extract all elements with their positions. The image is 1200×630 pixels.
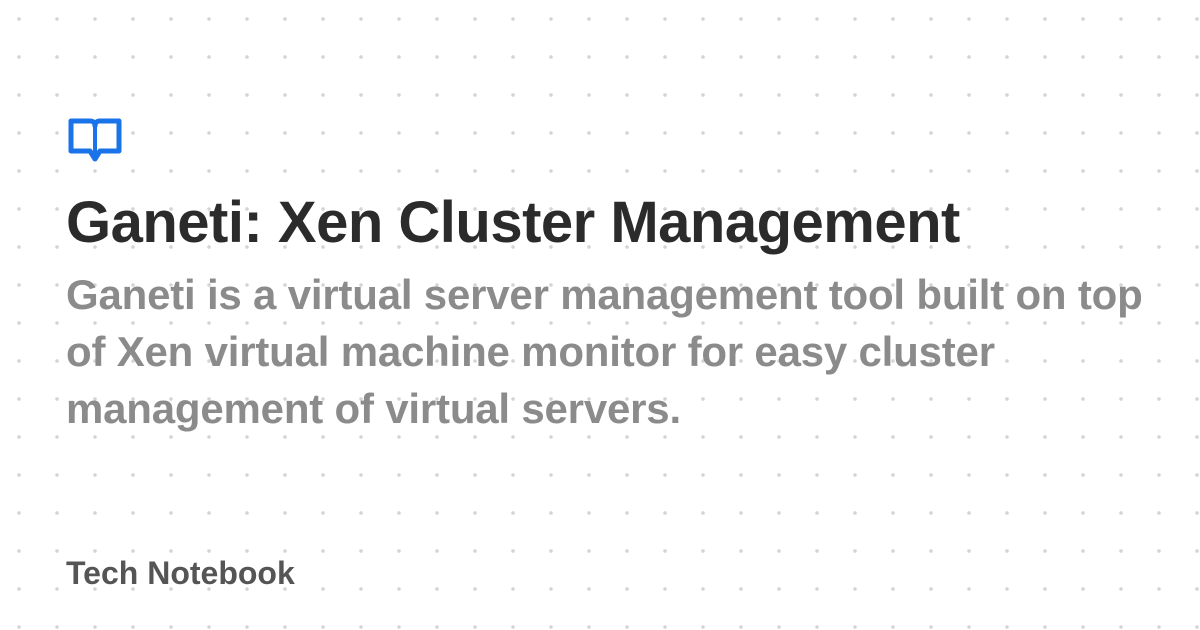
page-title: Ganeti: Xen Cluster Management (66, 190, 960, 255)
page-description: Ganeti is a virtual server management to… (66, 271, 1143, 432)
logo (68, 118, 122, 162)
site-name: Tech Notebook (66, 555, 295, 591)
open-book-icon (68, 118, 122, 162)
